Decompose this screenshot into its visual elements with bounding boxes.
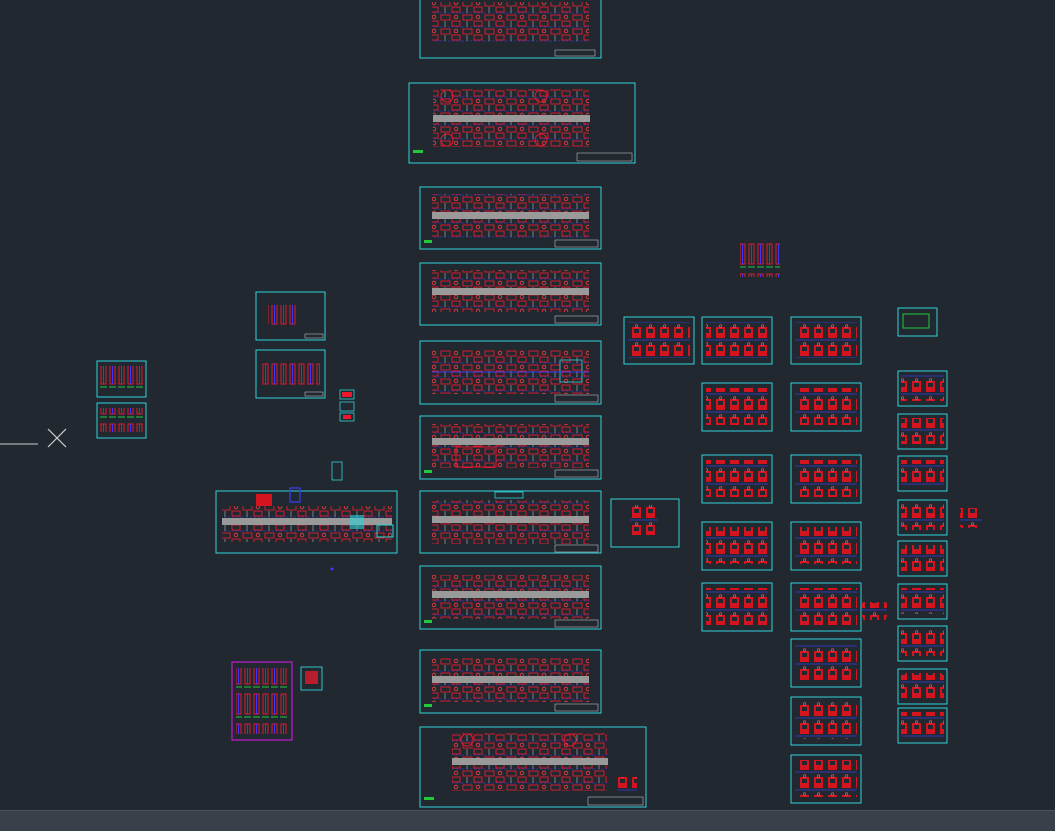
magenta-detail-sheet[interactable] bbox=[231, 661, 323, 741]
strip-sheet-10[interactable] bbox=[419, 726, 647, 808]
crosshair-cursor-icon bbox=[0, 428, 67, 448]
strip-sheet-9[interactable] bbox=[419, 649, 602, 714]
strip-sheet-6[interactable] bbox=[419, 415, 602, 480]
detail-grid[interactable] bbox=[623, 241, 982, 804]
strip-sheet-2[interactable] bbox=[408, 82, 636, 164]
left-small-sheet-a[interactable] bbox=[96, 360, 147, 398]
strip-sheet-5[interactable] bbox=[419, 340, 602, 405]
section-sheet-mid[interactable] bbox=[610, 498, 680, 548]
strip-sheet-7[interactable] bbox=[419, 490, 602, 554]
assembly-sheet-left[interactable] bbox=[215, 461, 398, 571]
strip-sheet-1[interactable] bbox=[419, 0, 602, 59]
status-bar bbox=[0, 810, 1055, 831]
small-detail-stack[interactable] bbox=[339, 389, 355, 422]
left-small-sheet-b[interactable] bbox=[96, 402, 147, 439]
strip-sheet-8[interactable] bbox=[419, 565, 602, 630]
column-sheet-a[interactable] bbox=[255, 291, 326, 341]
strip-sheet-4[interactable] bbox=[419, 262, 602, 326]
model-space-canvas[interactable] bbox=[0, 0, 1055, 810]
strip-sheet-3[interactable] bbox=[419, 186, 602, 250]
column-sheet-b[interactable] bbox=[255, 349, 326, 399]
